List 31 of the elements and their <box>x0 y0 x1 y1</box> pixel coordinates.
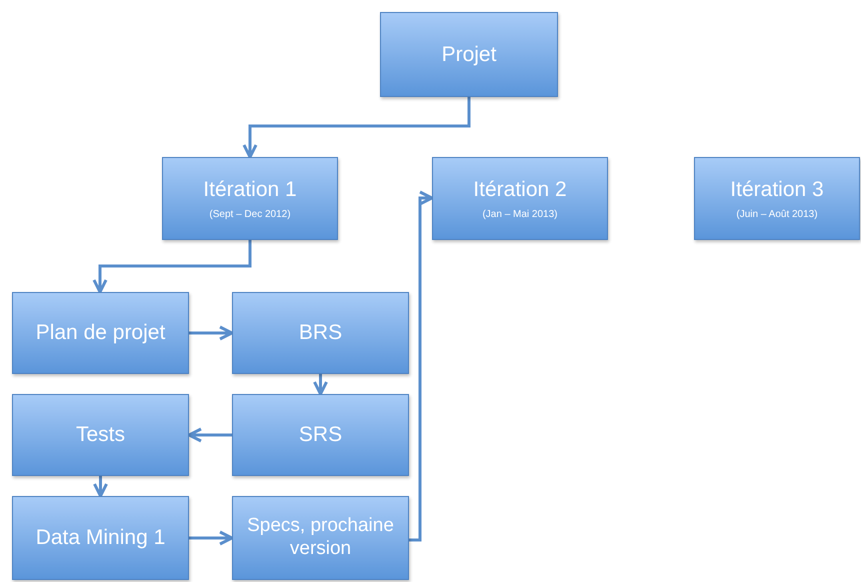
box-title: Plan de projet <box>36 320 166 346</box>
process-box <box>232 292 409 374</box>
process-box <box>12 292 189 374</box>
arrow <box>409 190 434 542</box>
arrow <box>93 476 108 498</box>
process-box <box>380 12 558 97</box>
process-box <box>432 157 608 240</box>
box-title: Tests <box>76 422 125 448</box>
arrow <box>313 374 328 396</box>
date-range: (Juin – Août 2013) <box>736 208 818 220</box>
process-box <box>694 157 860 240</box>
box-title: Itération 1 <box>203 177 297 203</box>
arrow <box>242 97 470 158</box>
process-box <box>162 157 338 240</box>
arrow <box>189 530 234 546</box>
process-box <box>12 496 189 580</box>
box-title: Specs, prochaine version <box>246 515 395 561</box>
box-title: BRS <box>298 320 342 346</box>
process-box <box>232 394 409 476</box>
box-title: Itération 3 <box>730 177 824 203</box>
box-title: Data Mining 1 <box>36 525 166 551</box>
process-box <box>12 394 189 476</box>
box-title: Itération 2 <box>473 177 567 203</box>
process-box <box>232 496 409 580</box>
date-range: (Jan – Mai 2013) <box>482 208 558 220</box>
arrow <box>92 240 252 294</box>
arrow <box>188 428 232 442</box>
date-range: (Sept – Dec 2012) <box>209 208 291 220</box>
arrow <box>189 326 234 340</box>
box-title: SRS <box>298 422 342 448</box>
box-title: Projet <box>442 42 496 68</box>
